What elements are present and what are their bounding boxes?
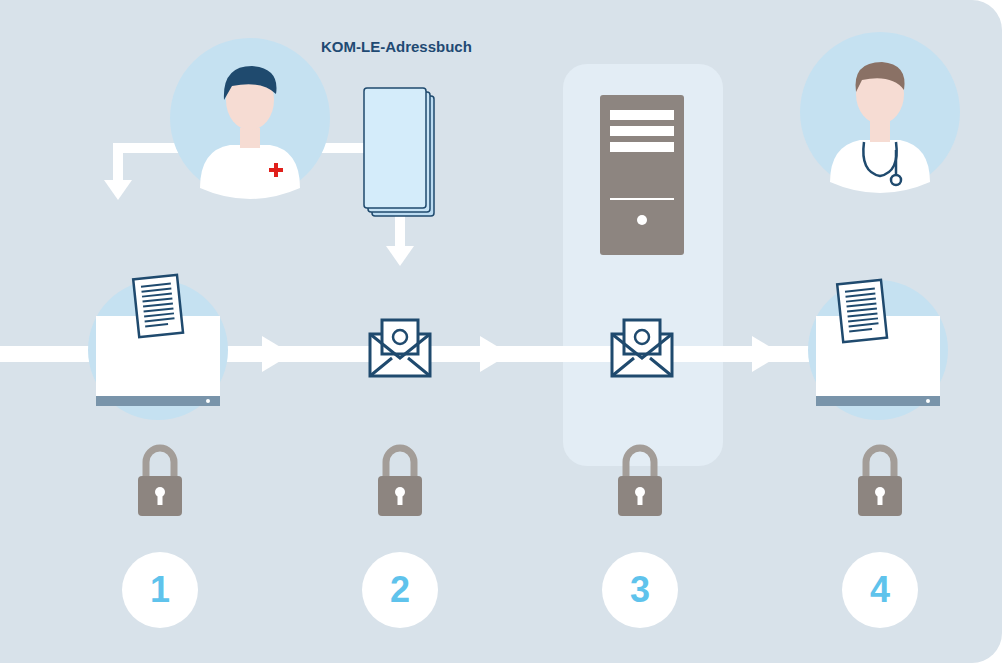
icon-label: KOM-LE-Adressbuch xyxy=(321,38,472,55)
step-circle: 1 xyxy=(122,552,198,628)
step-number: 3 xyxy=(630,572,650,608)
step-number: 1 xyxy=(150,572,170,608)
step-number: 4 xyxy=(870,572,890,608)
step-circle: 3 xyxy=(602,552,678,628)
step-number: 2 xyxy=(390,572,410,608)
step-circle: 4 xyxy=(842,552,918,628)
step-circle: 2 xyxy=(362,552,438,628)
